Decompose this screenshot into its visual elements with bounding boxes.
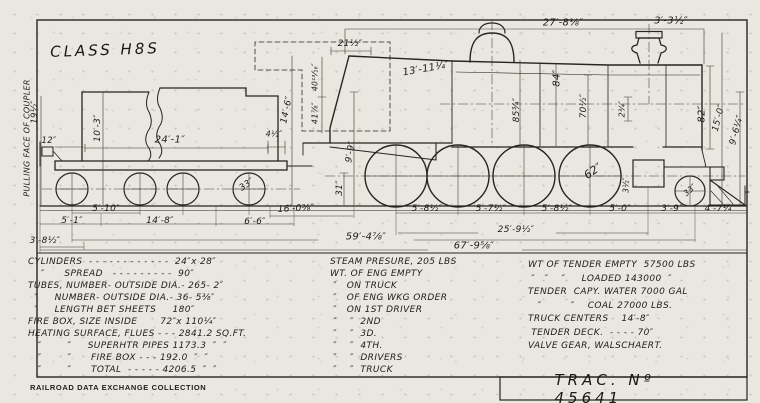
dim-cab-upper: 40¹³⁄₁₆″ [310,62,320,92]
dim-truck-centers: 14′-8″ [146,216,174,226]
dim-cab-roof: 21½″ [337,39,363,49]
spec-line: ″ ″ TRUCK [330,365,393,375]
dim-engine-tender-wheelbase: 59′-4⅞″ [345,231,387,243]
spec-line: ″ OF ENG WKG ORDER [330,293,448,303]
cab-rear [329,55,350,144]
firebox [329,142,437,161]
boiler-top [451,60,703,66]
dim-pilot-to-coupler: 4′-7¼″ [704,204,736,214]
dim-coupler-to-axle: 5′-1″ [61,216,83,226]
dim-driver-to-cylinder: 5′-0″ [609,204,631,214]
dim-boiler-dia-84: 84″ [551,69,563,87]
spec-line: ″ ON TRUCK [330,281,398,291]
spec-line: ″ NUMBER- OUTSIDE DIA.- 36- 5⅜″ [28,293,215,303]
dim-driver-spacing-2: 5′-7½″ [475,204,507,214]
spec-line: CYLINDERS - - - - - - - - - - - - 24″x 2… [28,257,217,267]
dim-rear-overhang: 12″ [41,136,57,146]
specs-column-middle: STEAM PRESURE, 205 LBS WT. OF ENG EMPTY ″… [330,256,530,376]
boiler-joints [539,62,667,148]
spec-line: ″ ″ TOTAL - - - - - 4206.5 ″ ″ [28,365,217,375]
spec-line: FIRE BOX, SIZE INSIDE 72″x 110¼″ [28,317,217,327]
dim-driver-wheelbase: 25′-9½″ [497,225,535,235]
spec-line: ″ ″ SUPERHTR PIPES 1173.3 ″ ″ [28,341,227,351]
spec-line: ″ ON 1ST DRIVER [330,305,423,315]
tender [39,87,313,206]
dim-driver-spacing-3: 5′-8½″ [541,204,573,214]
cab-roof [348,55,453,62]
locomotive [254,22,750,208]
rear-coupler [41,146,54,157]
rail-line [39,205,748,211]
dim-coupler-height: 19½″ [30,100,40,124]
dim-total-length: 67′-9⅝″ [453,240,495,252]
dim-platform-height: 31″ [335,180,345,196]
spec-line: ″ SPREAD - - - - - - - - - 90″ [28,269,195,279]
dimension-lines [39,28,748,251]
spec-line: ″ ″ 2ND [330,317,381,327]
spec-line: ″ ″ DRIVERS [330,353,403,363]
spec-line: ″ ″ COAL 27000 LBS. [528,300,673,311]
tracing-number-box [499,376,748,401]
dim-tender-cab-gap: 4½″ [265,129,283,139]
dim-tender-length: 24′-1″ [154,134,186,146]
dim-cylinder-offset: 3½″ [621,177,631,193]
spec-line: ″ ″ 4TH. [330,341,383,351]
spec-line: WT. OF ENG EMPTY [330,269,423,279]
specs-column-left: CYLINDERS - - - - - - - - - - - - 24″x 2… [28,256,328,376]
dim-rear-coupler-offset: 3′-8½″ [29,236,61,246]
collection-stamp: RAILROAD DATA EXCHANGE COLLECTION [30,383,207,392]
pulling-face-label: PULLING FACE OF COUPLER [22,79,32,197]
spec-line: STEAM PRESURE, 205 LBS [330,257,457,267]
dim-boiler-dia-85: 85¾″ [512,97,522,123]
dim-stack-to-front: 3′-3½″ [654,15,688,27]
pilot-deck [663,149,711,168]
dim-driver-spacing-1: 5′-8½″ [411,204,443,214]
clearance-phantom [254,41,391,132]
spec-line: HEATING SURFACE, FLUES - - - 2841.2 SQ.F… [28,329,247,339]
specs-column-right: WT OF TENDER EMPTY 57500 LBS ″ ″ ″ LOADE… [528,259,746,354]
spec-line: TUBES, NUMBER- OUTSIDE DIA.- 265- 2″ [28,281,224,291]
dim-boiler-dia-70: 70½″ [579,93,589,119]
handrail [455,71,701,76]
extension-lines [39,165,696,253]
dim-front-truck: 6′-6″ [244,217,266,227]
drawing-border [36,19,748,401]
dim-boiler-length: 27′-8⅛″ [542,17,584,29]
spec-line: ″ ″ FIRE BOX - - - 192.0 ″ ″ [28,353,209,363]
dim-cylinder-to-pilot: 3′-9″ [661,204,683,214]
spec-line: VALVE GEAR, WALSCHAERT. [528,341,663,351]
spec-line: TRUCK CENTERS 14′-8″ [528,314,650,324]
spec-line: ″ LENGTH BET SHEETS 180″ [28,305,195,315]
cylinder [632,159,665,188]
spec-line: ″ ″ 3D. [330,329,378,339]
dim-tender-to-loco: 16′-0⅜″ [277,203,315,215]
centerlines [41,19,746,190]
dim-tender-height: 10′-3″ [93,114,103,142]
dim-centerline-offset: 2¾″ [617,100,627,118]
cowcatcher [709,178,747,206]
dim-smokebox-dia: 82″ [696,105,708,123]
dim-cab-lower: 41⅞″ [310,101,320,125]
spec-line: WT OF TENDER EMPTY 57500 LBS [528,260,696,270]
spec-line: ″ ″ ″ LOADED 143000 ″ [528,273,672,284]
tracing-number: TRAC. Nº 45641 [554,371,655,403]
spec-line: TENDER CAPY. WATER 7000 GAL [528,287,688,297]
dim-truck-wheelbase: 5′-10″ [92,204,120,214]
drawing-class-title: CLASS H8S [49,39,161,61]
spec-line: TENDER DECK. - - - - 70″ [528,327,654,338]
